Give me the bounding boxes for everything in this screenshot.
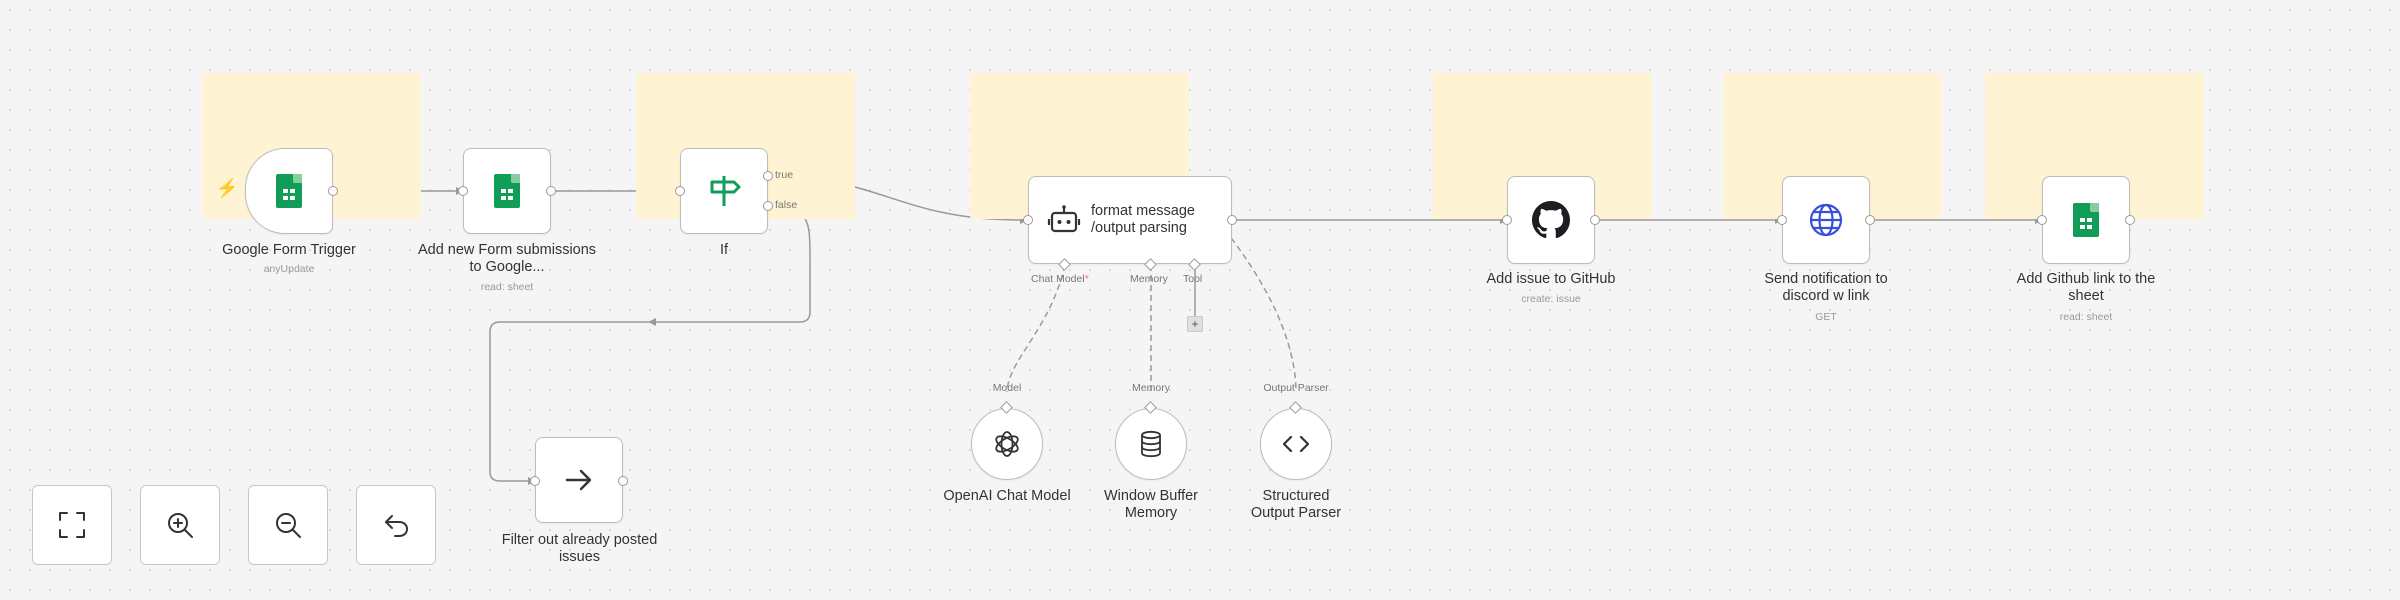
false-label: false xyxy=(775,199,798,211)
tool-port-label: Tool xyxy=(1183,273,1203,285)
input-handle[interactable] xyxy=(1023,215,1033,225)
node-label: Window Buffer Memory xyxy=(1103,488,1199,521)
trigger-bolt-icon: ⚡ xyxy=(216,178,239,198)
connection-model-to-agent xyxy=(1006,264,1066,393)
node-google-form-trigger[interactable] xyxy=(245,148,333,234)
openai-icon xyxy=(995,431,1019,457)
node-label: Structured Output Parser xyxy=(1250,488,1342,521)
node-subtitle: read: sheet xyxy=(2059,311,2113,323)
node-add-issue-github[interactable] xyxy=(1507,176,1595,264)
node-add-github-link-sheet[interactable] xyxy=(2042,176,2130,264)
chat-model-text: Chat Model xyxy=(1031,273,1085,285)
chat-model-port-label: Chat Model* xyxy=(1031,273,1089,285)
node-label: Filter out already posted issues xyxy=(501,532,658,565)
robot-icon xyxy=(1047,205,1081,233)
node-openai-chat-model[interactable] xyxy=(971,408,1043,480)
required-marker: * xyxy=(1084,273,1089,285)
node-send-discord-notification[interactable] xyxy=(1782,176,1870,264)
node-label: Google Form Trigger xyxy=(222,242,356,258)
connection-parser-to-agent xyxy=(1224,229,1297,393)
add-tool-button[interactable]: + xyxy=(1187,316,1203,332)
node-subtitle: anyUpdate xyxy=(263,263,315,275)
memory-port-label: Memory xyxy=(1132,382,1170,394)
arrowhead xyxy=(648,318,656,326)
zoom-in-button[interactable] xyxy=(140,485,220,565)
code-brackets-icon xyxy=(1282,435,1310,453)
google-sheets-icon xyxy=(276,174,302,208)
arrow-right-icon xyxy=(565,469,592,491)
node-subtitle: create: issue xyxy=(1521,293,1581,305)
node-add-form-submissions[interactable] xyxy=(463,148,551,234)
output-handle[interactable] xyxy=(618,476,628,486)
output-handle[interactable] xyxy=(546,186,556,196)
fit-view-button[interactable] xyxy=(32,485,112,565)
node-label: Add new Form submissions to Google... xyxy=(417,242,597,275)
database-icon xyxy=(1141,430,1161,458)
output-handle[interactable] xyxy=(1590,215,1600,225)
google-sheets-icon xyxy=(494,174,520,208)
node-subtitle: read: sheet xyxy=(480,281,534,293)
input-handle[interactable] xyxy=(1502,215,1512,225)
fit-view-icon xyxy=(59,512,85,538)
connection-if-false-to-filter xyxy=(489,205,811,482)
zoom-out-button[interactable] xyxy=(248,485,328,565)
agent-title: format message /output parsing xyxy=(1091,203,1195,237)
output-handle[interactable] xyxy=(328,186,338,196)
node-if[interactable] xyxy=(680,148,768,234)
output-handle[interactable] xyxy=(1227,215,1237,225)
output-parser-port-label: Output Parser xyxy=(1263,382,1329,394)
agent-title-line-1: format message xyxy=(1091,203,1195,219)
node-filter-posted-issues[interactable] xyxy=(535,437,623,523)
node-label: OpenAI Chat Model xyxy=(943,488,1071,504)
undo-icon xyxy=(385,515,409,537)
output-handle[interactable] xyxy=(1865,215,1875,225)
memory-port-label: Memory xyxy=(1130,273,1168,285)
node-structured-output-parser[interactable] xyxy=(1260,408,1332,480)
input-handle[interactable] xyxy=(2037,215,2047,225)
google-sheets-icon xyxy=(2073,203,2099,237)
zoom-in-icon xyxy=(168,513,193,538)
node-label: Send notification to discord w link xyxy=(1764,271,1888,304)
agent-title-line-2: /output parsing xyxy=(1091,220,1187,236)
node-label: If xyxy=(719,242,729,258)
input-handle[interactable] xyxy=(1777,215,1787,225)
node-label: Add Github link to the sheet xyxy=(2016,271,2156,304)
output-handle-false[interactable] xyxy=(763,201,773,211)
input-handle[interactable] xyxy=(675,186,685,196)
input-handle[interactable] xyxy=(530,476,540,486)
output-handle[interactable] xyxy=(2125,215,2135,225)
input-handle[interactable] xyxy=(458,186,468,196)
model-port-label: Model xyxy=(992,382,1022,394)
globe-icon xyxy=(1809,203,1843,237)
node-subtitle: GET xyxy=(1815,311,1837,323)
node-label: Add issue to GitHub xyxy=(1486,271,1616,287)
zoom-out-icon xyxy=(276,513,301,538)
github-icon xyxy=(1532,201,1570,239)
undo-button[interactable] xyxy=(356,485,436,565)
true-label: true xyxy=(775,169,794,181)
signpost-icon xyxy=(710,176,741,206)
node-window-buffer-memory[interactable] xyxy=(1115,408,1187,480)
node-format-message-agent[interactable]: format message /output parsing xyxy=(1028,176,1232,264)
output-handle-true[interactable] xyxy=(763,171,773,181)
